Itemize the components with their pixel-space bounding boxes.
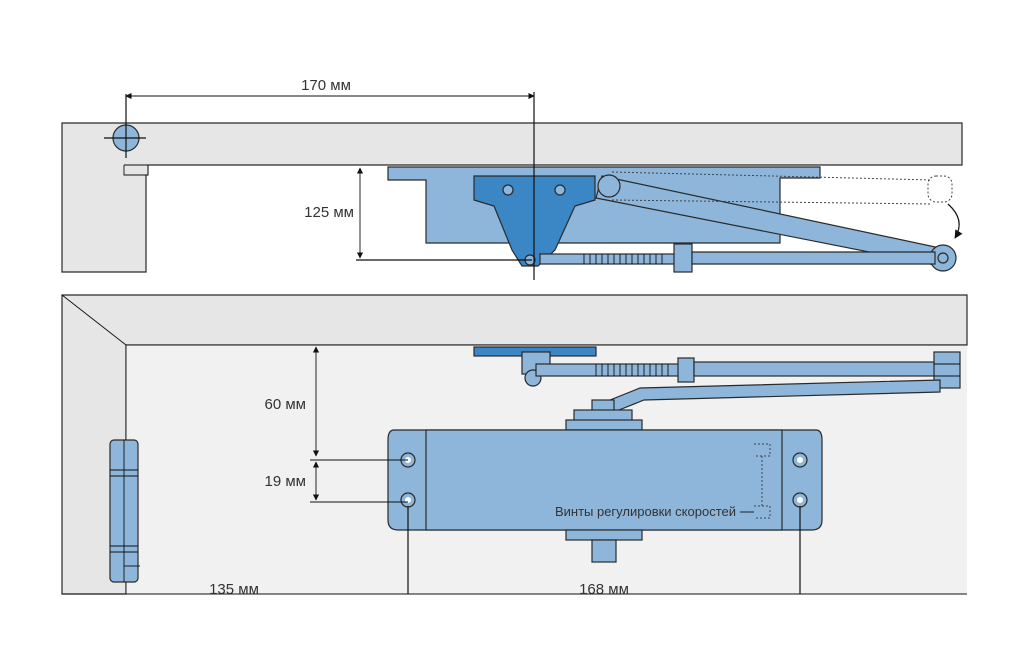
bottom-margin [0,595,1023,661]
speed-screws-label: Винты регулировки скоростей [555,504,736,519]
rod-thread-front [595,364,669,376]
rod-thread [583,254,663,264]
closer-body-front [425,429,783,531]
arm-pivot [597,174,621,198]
mount-hole-br-inner [797,497,803,503]
hinge [109,439,139,583]
forearm-front [693,361,939,377]
rod-nut-top [673,243,693,273]
dim-19-label: 19 мм [265,473,306,490]
frame-miter [61,294,127,346]
adjust-rod-front [535,363,683,377]
dim-135-label: 135 мм [209,581,259,598]
dim-125-label: 125 мм [304,204,354,221]
rod-nut-front [677,357,695,383]
forearm-top [691,251,936,265]
bracket-hole-right [554,184,566,196]
top-view: 170 мм 125 мм [61,77,963,280]
mount-hole-bl-inner [405,497,411,503]
bottom-shaft-base [565,529,643,541]
frame-notch-step [123,165,146,176]
dim-60-label: 60 мм [265,396,306,413]
bottom-shaft-nut [591,539,617,563]
shaft-base [565,419,643,431]
dim-168-label: 168 мм [579,581,629,598]
open-position-outline [611,171,933,205]
dim-170-label: 170 мм [301,77,351,94]
mount-hole-tr-inner [797,457,803,463]
top-frame [61,122,963,273]
arm-end-hole [937,252,949,264]
swing-arrow [947,203,963,239]
front-view: Винты регулировки скоростей 60 мм 19 мм … [61,294,968,598]
open-position-end [927,175,953,203]
bracket-hole-left [502,184,514,196]
adjust-rod-top [539,253,681,265]
speed-screws-outline [754,443,771,519]
